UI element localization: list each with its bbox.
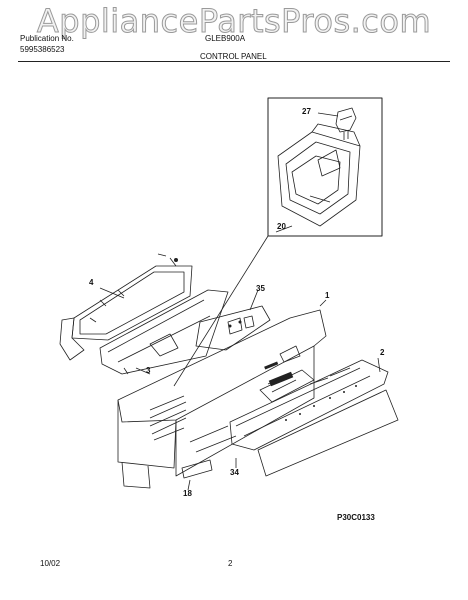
part-3-board (99, 289, 229, 375)
part-27-switch (317, 107, 357, 140)
callout-27: 27 (302, 107, 311, 116)
page-title: CONTROL PANEL (200, 52, 267, 61)
header-rule (18, 61, 450, 62)
footer-date: 10/02 (40, 559, 61, 568)
inset-leader (173, 235, 269, 387)
watermark: AppliancePartsPros.com (36, 2, 432, 41)
callout-1: 1 (325, 291, 330, 300)
model-number: GLEB900A (205, 34, 246, 43)
callout-34: 34 (230, 468, 239, 477)
part-35-control (195, 289, 271, 351)
callout-4: 4 (89, 278, 94, 287)
publication-number: 5995386523 (20, 45, 65, 54)
diagram-code: P30C0133 (337, 513, 375, 522)
callout-2: 2 (380, 348, 385, 357)
part-4-bracket (59, 253, 193, 361)
part-1-panel (117, 299, 327, 489)
callout-3: 3 (146, 366, 151, 375)
part-2-trim (229, 357, 399, 477)
publication-label: Publication No. (20, 34, 74, 43)
callout-35: 35 (256, 284, 265, 293)
callout-18: 18 (183, 489, 192, 498)
page-number: 2 (228, 559, 233, 568)
part-20-dispenser (275, 123, 361, 233)
part-18-window (181, 459, 213, 491)
callout-20: 20 (277, 222, 286, 231)
inset-frame (267, 97, 383, 237)
